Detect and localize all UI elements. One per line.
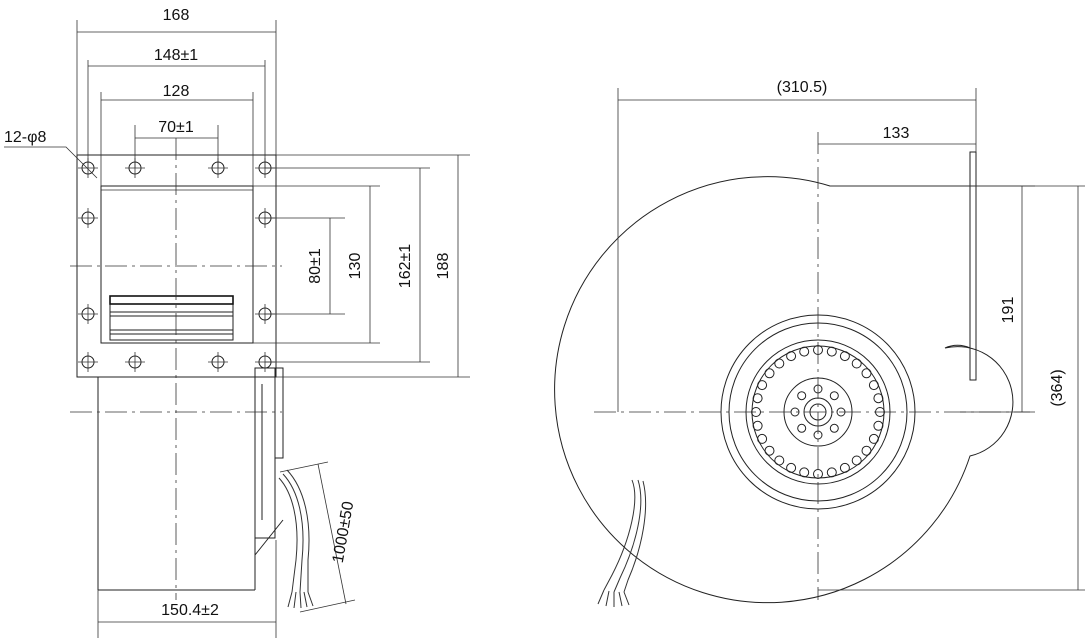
rotor-hole xyxy=(757,380,768,391)
dim-133: 133 xyxy=(883,125,910,142)
mounting-hole xyxy=(78,208,98,228)
front-top-dimensions xyxy=(76,20,277,186)
side-view: (310.5) 133 191 (364) xyxy=(554,79,1085,607)
dim-130: 130 xyxy=(347,253,364,280)
rotor-hole xyxy=(764,445,775,456)
hub-hole xyxy=(829,391,839,401)
side-cable xyxy=(597,479,647,607)
cable xyxy=(278,469,314,609)
outlet-flange xyxy=(969,151,977,381)
rotor-hole xyxy=(861,368,872,379)
rotor-hole xyxy=(851,455,862,466)
rotor-hole xyxy=(839,351,850,362)
rotor-hole xyxy=(799,346,810,357)
hub-hole xyxy=(829,423,839,433)
rotor-hole xyxy=(826,346,837,357)
rotor-hole xyxy=(873,393,884,404)
dim-150: 150.4±2 xyxy=(161,602,219,619)
fan-body xyxy=(97,367,284,591)
dim-364: (364) xyxy=(1049,369,1066,406)
dim-holes: 12-φ8 xyxy=(4,129,47,146)
dim-80: 80±1 xyxy=(307,248,324,284)
dim-310: (310.5) xyxy=(777,79,828,96)
dim-cable: 1000±50 xyxy=(330,500,358,564)
dim-168: 168 xyxy=(163,7,190,24)
side-dimensions xyxy=(617,88,1085,591)
rotor-hole xyxy=(757,433,768,444)
mounting-hole xyxy=(208,352,228,372)
impeller-blades xyxy=(109,295,234,341)
rotor-hole xyxy=(764,368,775,379)
outlet-housing xyxy=(100,185,254,344)
rotor-hole xyxy=(839,462,850,473)
rotor-hole xyxy=(813,469,823,479)
rotor-hole xyxy=(752,420,763,431)
front-bottom-dimensions xyxy=(97,461,356,638)
rotor-hole xyxy=(826,467,837,478)
mounting-hole xyxy=(125,352,145,372)
front-view: 168 148±1 128 70±1 12-φ8 80±1 130 162±1 … xyxy=(4,7,470,638)
rotor-hole xyxy=(752,393,763,404)
holes-leader xyxy=(4,146,98,179)
dim-70: 70±1 xyxy=(158,119,194,136)
rotor-hole xyxy=(786,351,797,362)
rotor-hole xyxy=(868,433,879,444)
dim-128: 128 xyxy=(163,83,190,100)
dim-162: 162±1 xyxy=(397,244,414,288)
rotor-hole xyxy=(774,455,785,466)
volute-housing xyxy=(554,176,1014,604)
hub-hole xyxy=(797,423,807,433)
dim-188: 188 xyxy=(435,253,452,280)
dim-148: 148±1 xyxy=(154,47,198,64)
rotor-hole xyxy=(868,380,879,391)
rotor-hole xyxy=(851,358,862,369)
hub-hole xyxy=(797,391,807,401)
front-right-dimensions xyxy=(253,154,470,378)
rotor-hole xyxy=(873,420,884,431)
mounting-hole xyxy=(78,352,98,372)
mounting-hole xyxy=(78,304,98,324)
rotor-hole xyxy=(799,467,810,478)
dim-191: 191 xyxy=(1000,297,1017,324)
rotor-hole xyxy=(786,462,797,473)
rotor-hole xyxy=(861,445,872,456)
rotor-hole xyxy=(774,358,785,369)
